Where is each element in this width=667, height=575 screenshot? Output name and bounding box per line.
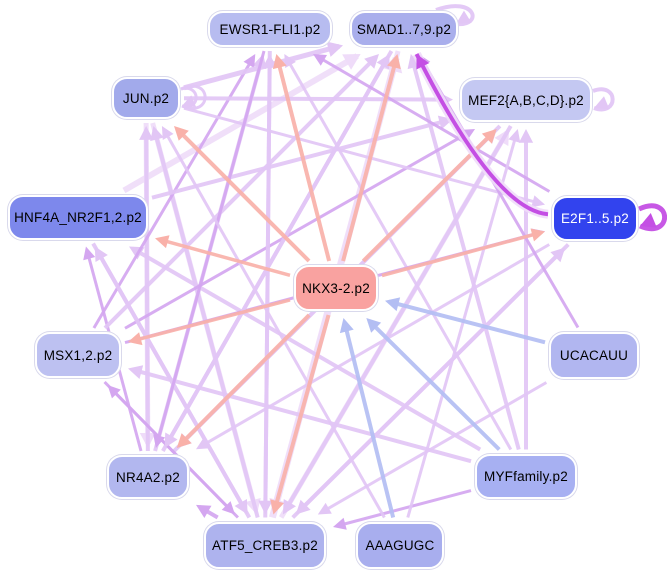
node-label-hnf4a-nr2f1: HNF4A_NR2F1,2.p2 xyxy=(14,209,142,225)
node-aaagugc[interactable]: AAAGUGC xyxy=(356,521,444,569)
node-jun[interactable]: JUN.p2 xyxy=(112,77,180,119)
node-hnf4a-nr2f1[interactable]: HNF4A_NR2F1,2.p2 xyxy=(8,194,148,240)
node-label-jun: JUN.p2 xyxy=(122,90,170,106)
node-smad1-7-9[interactable]: SMAD1..7,9.p2 xyxy=(350,11,458,47)
node-label-aaagugc: AAAGUGC xyxy=(365,537,435,553)
node-label-nr4a2: NR4A2.p2 xyxy=(116,469,180,485)
node-e2f1-5[interactable]: E2F1..5.p2 xyxy=(552,195,638,241)
node-ucacauu[interactable]: UCACAUU xyxy=(549,331,639,379)
node-label-ewsr1-fli1: EWSR1-FLI1.p2 xyxy=(219,21,321,37)
node-label-ucacauu: UCACAUU xyxy=(559,347,629,363)
node-label-myffamily: MYFfamily.p2 xyxy=(484,468,568,484)
node-label-e2f1-5: E2F1..5.p2 xyxy=(560,210,630,226)
node-msx1-2[interactable]: MSX1,2.p2 xyxy=(35,332,121,378)
node-myffamily[interactable]: MYFfamily.p2 xyxy=(475,453,577,499)
node-label-smad1-7-9: SMAD1..7,9.p2 xyxy=(356,21,452,37)
node-label-mef2-abcd: MEF2{A,B,C,D}.p2 xyxy=(468,92,584,108)
node-nkx3-2[interactable]: NKX3-2.p2 xyxy=(294,265,378,311)
node-label-msx1-2: MSX1,2.p2 xyxy=(43,347,113,363)
node-mef2-abcd[interactable]: MEF2{A,B,C,D}.p2 xyxy=(460,78,592,122)
node-label-nkx3-2: NKX3-2.p2 xyxy=(302,280,370,296)
node-nr4a2[interactable]: NR4A2.p2 xyxy=(107,455,189,499)
node-ewsr1-fli1[interactable]: EWSR1-FLI1.p2 xyxy=(208,11,332,47)
node-atf5-creb3[interactable]: ATF5_CREB3.p2 xyxy=(204,521,326,569)
node-label-atf5-creb3: ATF5_CREB3.p2 xyxy=(212,537,318,553)
